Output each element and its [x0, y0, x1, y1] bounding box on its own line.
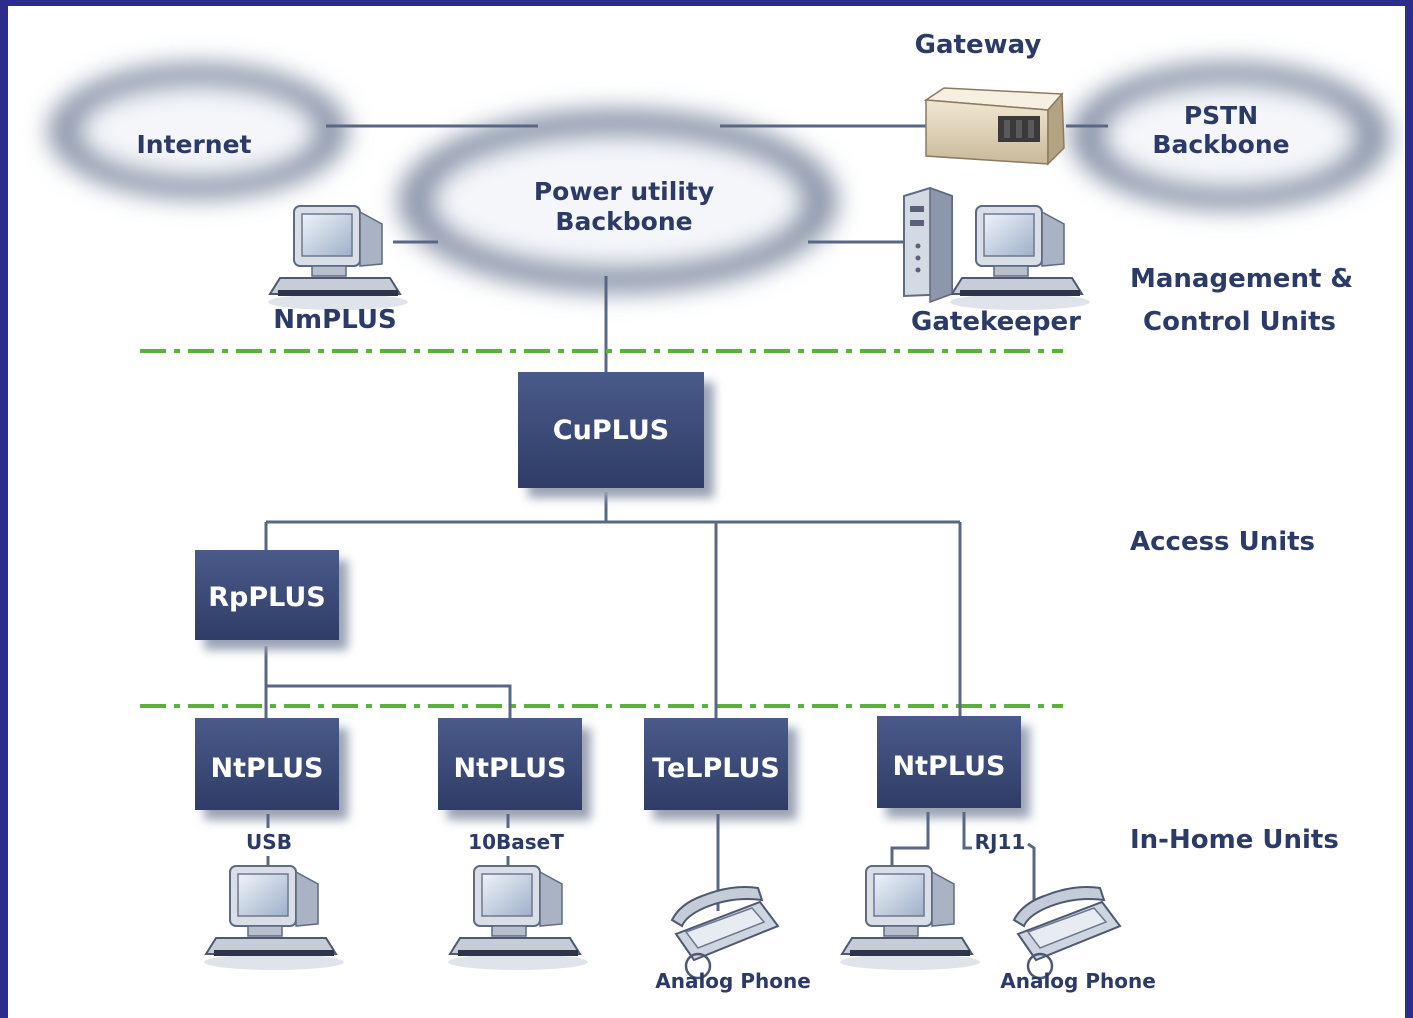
ntplus3-label: NtPLUS — [893, 751, 1006, 782]
phone2-label: Analog Phone — [1000, 969, 1156, 993]
internet-cloud — [48, 63, 348, 199]
gatekeeper-server-icon — [903, 186, 953, 304]
ntplus3-box: NtPLUS — [877, 716, 1030, 818]
tier-access: Access Units — [1130, 527, 1315, 557]
backbone-label-line2: Backbone — [555, 207, 692, 236]
nmplus-computer-icon — [267, 205, 409, 311]
ntplus2-box: NtPLUS — [438, 718, 591, 820]
backbone-label-line1: Power utility — [534, 177, 714, 206]
ntplus1-label: NtPLUS — [211, 753, 324, 784]
pstn-label-line1: PSTN — [1184, 101, 1258, 130]
wire-ntplus3-computer — [890, 812, 930, 868]
gateway-label: Gateway — [915, 30, 1042, 60]
cuplus-label: CuPLUS — [553, 415, 669, 446]
nmplus-label: NmPLUS — [273, 305, 396, 335]
tier-management-line1: Management & — [1130, 264, 1353, 294]
phone1-label: Analog Phone — [655, 969, 811, 993]
gatekeeper-label: Gatekeeper — [911, 307, 1081, 337]
ntplus2-label: NtPLUS — [454, 753, 567, 784]
pstn-cloud — [1070, 62, 1390, 210]
rj11-port-label: RJ11 — [975, 830, 1026, 854]
phone1-icon — [670, 885, 780, 980]
internet-label: Internet — [136, 130, 251, 159]
cuplus-box: CuPLUS — [518, 372, 714, 498]
wire-rpplus-ntplus2 — [266, 684, 512, 718]
usb-computer-icon — [203, 865, 345, 971]
ntplus1-box: NtPLUS — [195, 718, 348, 820]
telplus-box: TeLPLUS — [644, 718, 797, 820]
backbone-cloud — [398, 109, 838, 293]
telplus-label: TeLPLUS — [652, 753, 780, 784]
10baset-port-label: 10BaseT — [468, 830, 564, 854]
tier-management-line2: Control Units — [1143, 307, 1336, 337]
10baset-computer-icon — [447, 865, 589, 971]
wire-ntplus3-rj11 — [962, 812, 972, 850]
network-diagram: Internet Power utility Backbone PSTN Bac… — [8, 6, 1405, 1018]
gatekeeper-computer-icon — [949, 205, 1091, 311]
ntplus3-computer-icon — [839, 865, 981, 971]
gateway-device-icon — [923, 87, 1065, 166]
tier-inhome: In-Home Units — [1130, 825, 1339, 855]
pstn-label-line2: Backbone — [1152, 130, 1289, 159]
phone2-icon — [1012, 885, 1122, 980]
wire-rj11-phone — [1027, 842, 1036, 904]
rpplus-label: RpPLUS — [208, 582, 326, 613]
usb-port-label: USB — [246, 830, 292, 854]
rpplus-box: RpPLUS — [195, 550, 348, 650]
